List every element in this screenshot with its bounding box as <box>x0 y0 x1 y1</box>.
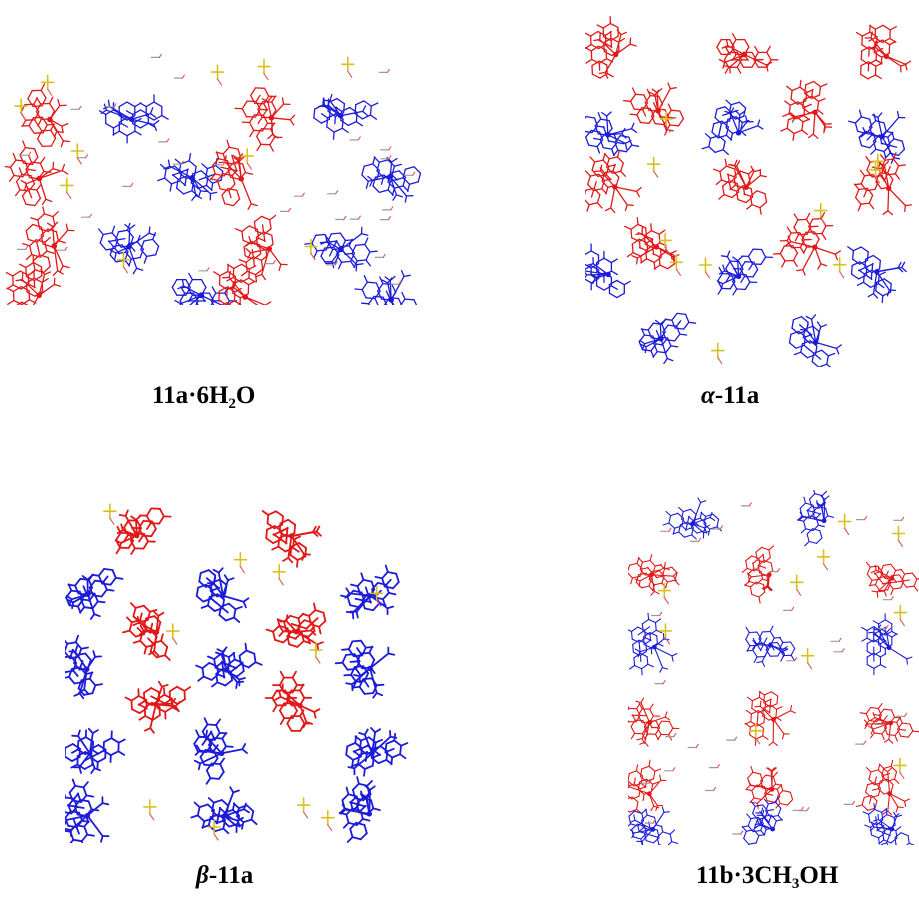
crystal-packing-11a-6h2o <box>5 40 425 305</box>
caption-11b-3ch3oh: 11b·3CH3OH <box>696 862 839 892</box>
packing-diagram-11a-6h2o <box>5 53 422 305</box>
crystal-packing-alpha-11a <box>585 12 919 367</box>
crystal-packing-11b-3ch3oh <box>628 490 919 845</box>
caption-11a-6h2o: 11a·6H2O <box>152 382 256 412</box>
caption-alpha-11a: α-11a <box>701 382 760 409</box>
packing-diagram-11b-3ch3oh <box>628 490 919 845</box>
packing-diagram-alpha-11a <box>585 15 913 367</box>
packing-diagram-beta-11a <box>65 503 409 843</box>
caption-beta-11a: β-11a <box>196 862 254 889</box>
crystal-packing-beta-11a <box>65 488 410 843</box>
